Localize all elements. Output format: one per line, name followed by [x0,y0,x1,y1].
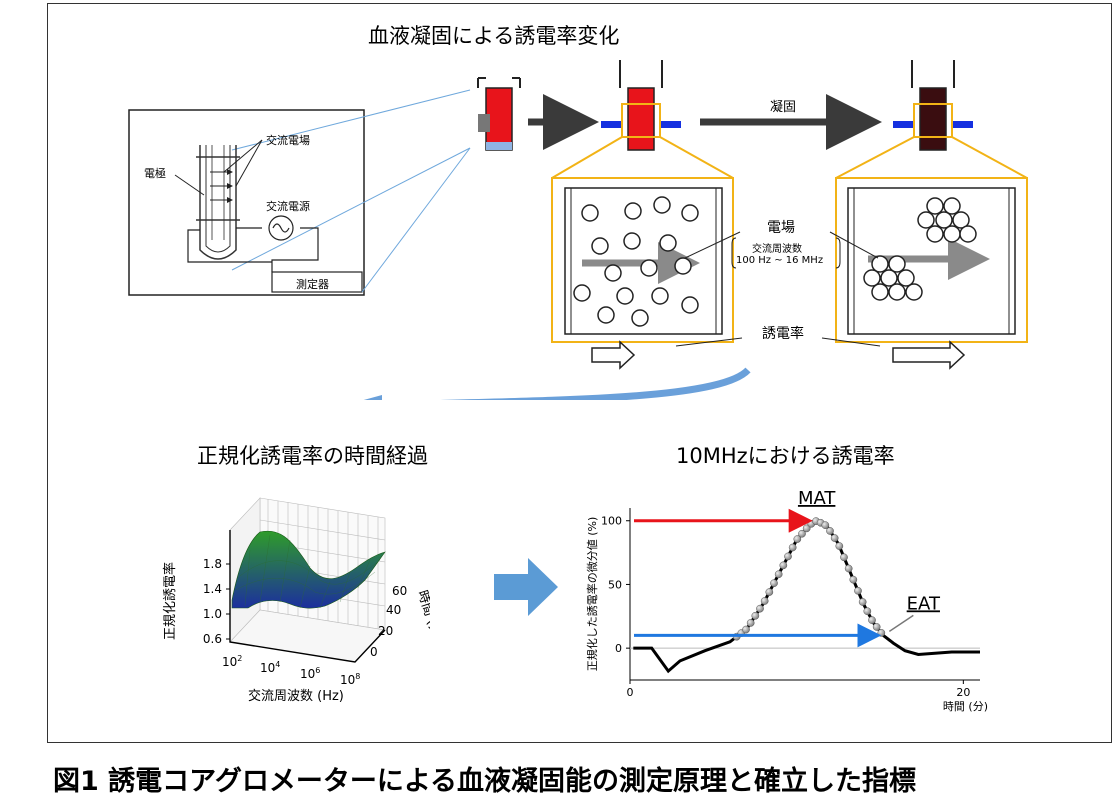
z-tick: 1.4 [203,582,222,596]
top-title: 血液凝固による誘電率変化 [368,24,620,48]
data-point [742,625,750,634]
z-tick: 0.6 [203,632,222,646]
x-tick: 102 [222,654,242,669]
data-point [751,611,760,620]
surface-plot-title: 正規化誘電率の時間経過 [197,444,428,468]
data-point [835,542,844,550]
y-tick: 0 [370,645,378,659]
y-tick-label: 0 [615,642,622,655]
surface-xlabel: 交流周波数 (Hz) [248,688,344,704]
x-axis-label: 時間 (分) [943,700,988,713]
data-point [756,604,764,613]
blood-tube-initial [477,77,521,151]
x-tick: 108 [340,672,360,687]
data-point [774,570,783,579]
data-point [793,535,802,543]
mat-label: MAT [798,488,836,509]
big-right-arrow [494,558,558,616]
y-axis-label: 正規化した誘電率の微分値 (%) [585,517,599,672]
data-point [779,561,788,570]
x-tick-label: 0 [627,686,634,699]
data-point [760,597,769,605]
y-tick-label: 100 [601,515,622,528]
field-label: 交流電場 [266,134,310,147]
data-point [840,553,848,562]
data-point [872,623,881,631]
process-diagram [128,60,1028,400]
y-tick-label: 50 [608,578,622,591]
data-point [821,521,830,530]
figure-frame [47,3,1112,743]
data-point [877,629,886,637]
data-point [830,534,839,542]
data-point [858,598,867,606]
x-tick: 104 [260,660,280,675]
data-point [854,586,862,595]
data-point [765,588,774,596]
y-tick: 20 [378,624,393,638]
z-tick: 1.8 [203,557,222,571]
data-point [788,543,797,552]
frequency-range: 100 Hz ~ 16 MHz [736,255,824,266]
eat-leader [888,614,914,633]
e-field-label: 電場 [767,220,795,236]
data-point [826,527,834,535]
data-point [849,575,858,584]
y-tick: 40 [386,603,401,617]
z-tick: 1.0 [203,607,222,621]
surface-ylabel: 時間 (分) [414,589,430,644]
data-point [868,616,876,624]
zoom-panel-dispersed [551,136,734,343]
apparatus-box [128,89,471,296]
x-tick-label: 20 [956,686,970,699]
data-point [746,619,755,627]
data-point [784,552,792,561]
data-point [844,564,853,573]
frequency-label: 交流周波数 [752,244,802,255]
surface-plot: 1.8 1.4 1.0 0.6 102 104 106 108 60 40 20… [162,497,430,704]
line-chart-title: 10MHzにおける誘電率 [676,444,895,468]
electrode-label: 電極 [144,167,166,180]
blood-tube-clotted [893,60,973,151]
x-tick: 106 [300,666,320,681]
data-point [770,579,778,588]
permittivity-label: 誘電率 [762,326,804,342]
meter-label: 測定器 [296,278,329,291]
figure-caption: 図1 誘電コアグロメーターによる血液凝固能の測定原理と確立した指標 [53,766,917,797]
data-point [863,607,872,616]
permittivity-surface [231,530,386,609]
blood-tube-measuring [601,60,681,151]
zoom-panel-aggregated [835,136,1028,343]
surface-zlabel: 正規化誘電率 [162,562,178,640]
y-tick: 60 [392,584,407,598]
source-label: 交流電源 [266,200,310,213]
eat-label: EAT [907,593,941,614]
coagulation-label: 凝固 [770,100,797,115]
